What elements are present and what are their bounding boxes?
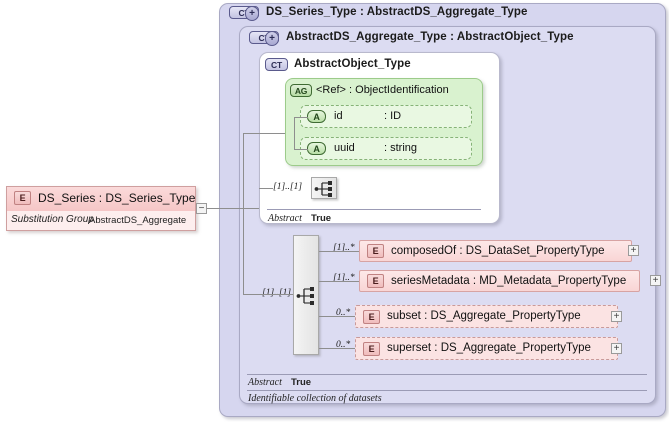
sequence-node-inner[interactable] xyxy=(311,177,337,199)
connector-subset xyxy=(319,316,355,317)
divider-inner-footer xyxy=(267,209,481,210)
attribute-icon-id: A xyxy=(307,110,326,123)
connector-branch-attributes xyxy=(243,133,285,134)
cardinality-composedof: [1]..* xyxy=(333,243,355,253)
element-label-superset: superset : DS_Aggregate_PropertyType xyxy=(387,342,591,354)
element-label-subset: subset : DS_Aggregate_PropertyType xyxy=(387,310,581,322)
ct-badge-text: CT xyxy=(258,32,270,43)
connector-attr-uuid xyxy=(294,149,308,150)
substitution-group-value: AbstractDS_Aggregate xyxy=(89,215,187,226)
attribute-row-id[interactable] xyxy=(300,105,472,128)
element-icon-composedof: E xyxy=(367,244,384,258)
expand-button-seriesmetadata[interactable]: + xyxy=(650,275,661,286)
collapse-button-ds-series[interactable]: − xyxy=(196,203,207,214)
e-badge-text: E xyxy=(19,193,26,203)
expand-button-composedof[interactable]: + xyxy=(628,245,639,256)
sequence-icon xyxy=(314,181,332,197)
outer-abstract-label: Abstract xyxy=(248,377,282,388)
ag-badge-text: AG xyxy=(294,85,308,96)
connector-branch-outer-sequence xyxy=(243,294,293,295)
expand-button-superset[interactable]: + xyxy=(611,343,622,354)
inner-abstract-value: True xyxy=(311,213,332,224)
root-element-box-ds-series[interactable] xyxy=(6,186,196,231)
attribute-group-title: <Ref> : ObjectIdentification xyxy=(316,84,449,96)
complex-type-icon-ds-series-type[interactable]: CT + xyxy=(229,6,259,21)
e-badge-text: E xyxy=(372,246,379,256)
root-element-name: DS_Series : DS_Series_Type xyxy=(38,191,196,205)
attribute-name-uuid: uuid xyxy=(334,142,355,154)
sequence-node-outer[interactable] xyxy=(293,235,319,355)
inner-abstract-label: Abstract xyxy=(268,213,302,224)
connector-composedof xyxy=(319,251,359,252)
connector-main-trunk xyxy=(243,133,244,295)
connector-root-stem xyxy=(207,208,259,209)
expand-plus-icon[interactable]: + xyxy=(245,6,259,21)
element-icon-seriesmetadata: E xyxy=(367,274,384,288)
connector-seriesmetadata xyxy=(319,281,359,282)
cardinality-subset: 0..* xyxy=(336,308,351,318)
expand-button-subset[interactable]: + xyxy=(611,311,622,322)
element-icon-ds-series: E xyxy=(14,191,31,205)
root-element-footer xyxy=(7,211,195,230)
element-row-seriesmetadata[interactable] xyxy=(359,270,640,292)
cardinality-superset: 0..* xyxy=(336,340,351,350)
connector-attr-trunk xyxy=(294,117,295,149)
ct-badge-text: CT xyxy=(238,7,250,18)
element-icon-superset: E xyxy=(363,342,380,356)
complex-type-icon-abstractds-aggregate-type[interactable]: CT + xyxy=(249,31,279,46)
divider-documentation xyxy=(247,390,647,391)
attribute-type-id: : ID xyxy=(384,110,402,122)
a-badge-text: A xyxy=(313,143,320,154)
documentation-text: Identifiable collection of datasets xyxy=(248,393,382,404)
outer-abstract-value: True xyxy=(291,377,312,388)
expand-plus-icon[interactable]: + xyxy=(265,31,279,46)
sequence-icon xyxy=(296,287,314,305)
panel-title-abstractobject-type: AbstractObject_Type xyxy=(294,58,411,70)
attribute-group-icon: AG xyxy=(290,84,312,97)
e-badge-text: E xyxy=(368,344,375,354)
cardinality-outer-sequence: [1]..[1] xyxy=(262,288,292,298)
attribute-icon-uuid: A xyxy=(307,142,326,155)
panel-title-ds-series-type: DS_Series_Type : AbstractDS_Aggregate_Ty… xyxy=(266,6,528,18)
panel-title-abstractds-aggregate-type: AbstractDS_Aggregate_Type : AbstractObje… xyxy=(286,31,574,43)
attribute-name-id: id xyxy=(334,110,343,122)
substitution-group-label: Substitution Group xyxy=(11,214,94,225)
element-label-seriesmetadata: seriesMetadata : MD_Metadata_PropertyTyp… xyxy=(391,275,627,287)
connector-superset xyxy=(319,348,355,349)
divider-outer-footer xyxy=(247,374,647,375)
root-element-header xyxy=(7,187,195,212)
a-badge-text: A xyxy=(313,111,320,122)
e-badge-text: E xyxy=(372,276,379,286)
connector-attr-id xyxy=(294,117,308,118)
element-icon-subset: E xyxy=(363,310,380,324)
e-badge-text: E xyxy=(368,312,375,322)
cardinality-inner-sequence: [1]..[1] xyxy=(273,182,303,192)
cardinality-seriesmetadata: [1]..* xyxy=(333,273,355,283)
attribute-row-uuid[interactable] xyxy=(300,137,472,160)
ct-badge-text: CT xyxy=(271,59,282,70)
connector-inner-seq xyxy=(259,188,273,189)
element-label-composedof: composedOf : DS_DataSet_PropertyType xyxy=(391,245,605,257)
complex-type-icon-abstractobject-type[interactable]: CT xyxy=(265,58,288,71)
attribute-type-uuid: : string xyxy=(384,142,418,154)
